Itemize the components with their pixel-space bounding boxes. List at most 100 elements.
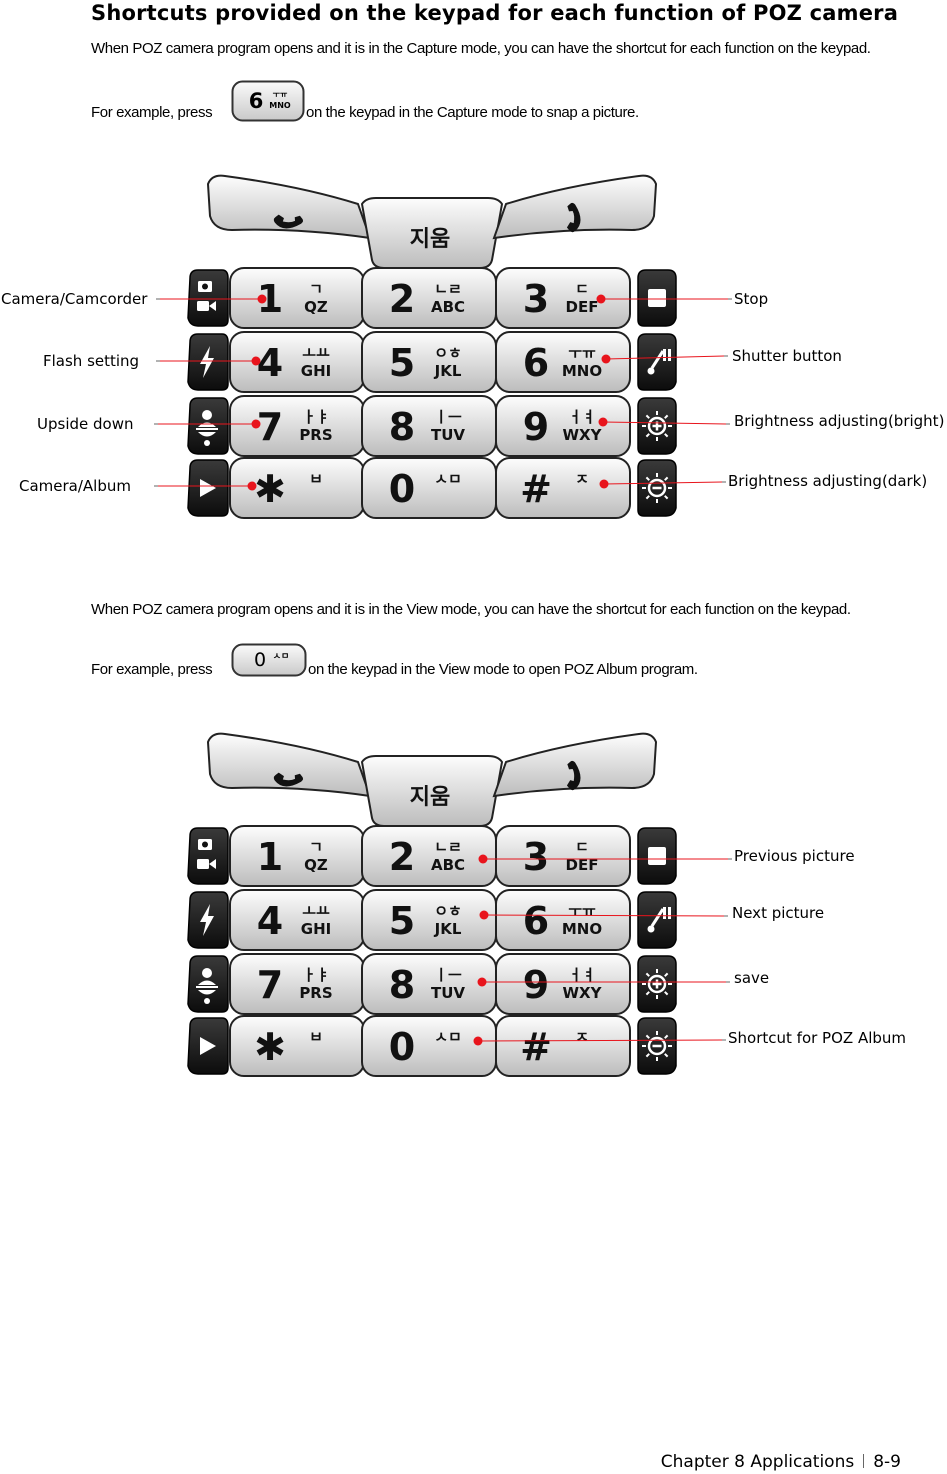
key-letters: MNO: [562, 920, 602, 938]
number-key-3: 3ㄷDEF: [496, 268, 630, 328]
label-shutter-button: Shutter button: [732, 347, 842, 365]
key-hangul: ㅂ: [309, 470, 323, 488]
key-hangul: ㅈ: [575, 470, 589, 488]
key-hangul: ㅗㅛ: [302, 902, 330, 920]
key-digit: 2: [389, 277, 415, 321]
side-key-left-4: [188, 1018, 228, 1074]
key-letters: PRS: [299, 426, 332, 444]
label-stop: Stop: [734, 290, 768, 308]
key-letters: TUV: [431, 984, 465, 1002]
label-brightness-dark: Brightness adjusting(dark): [728, 472, 927, 490]
key-hangul: ㅅㅁ: [434, 1028, 462, 1046]
top-keys: 지움: [208, 734, 656, 826]
callout-dot: [600, 480, 609, 489]
keypad-row-2: 4ㅗㅛGHI5ㅇㅎJKL6ㅜㅠMNO: [188, 890, 676, 950]
number-key-8: 8ㅣㅡTUV: [362, 954, 496, 1014]
side-key-right-2: [638, 892, 676, 948]
callout-dot: [258, 295, 267, 304]
inline-key-num: 0: [254, 649, 266, 671]
page-title: Shortcuts provided on the keypad for eac…: [91, 1, 898, 25]
key-digit: 1: [257, 835, 283, 879]
callout-dot: [252, 357, 261, 366]
key-letters: TUV: [431, 426, 465, 444]
key-letters: WXY: [563, 426, 603, 444]
inline-key-6: 6 ㅜㅠ MNO: [231, 80, 305, 122]
callout-dot: [252, 420, 261, 429]
key-hangul: ㅣㅡ: [434, 408, 462, 426]
label-flash-setting: Flash setting: [43, 352, 139, 370]
key-hangul: ㄷ: [575, 280, 589, 298]
key-hangul: ㅜㅠ: [568, 344, 596, 362]
capture-intro: When POZ camera program opens and it is …: [91, 37, 901, 60]
side-key-left-3: [188, 398, 228, 454]
number-key-#: #ㅈ: [496, 458, 630, 518]
stop-icon: [648, 289, 666, 307]
key-digit: 5: [389, 899, 415, 943]
side-key-left-4: [188, 460, 228, 516]
key-letters: GHI: [301, 920, 331, 938]
number-key-9: 9ㅓㅕWXY: [496, 396, 630, 456]
label-previous-picture: Previous picture: [734, 847, 855, 865]
key-digit: 7: [257, 963, 283, 1007]
clear-key-label: 지움: [410, 227, 450, 252]
key-digit: 9: [523, 963, 549, 1007]
key-letters: ABC: [431, 856, 465, 874]
key-hangul: ㄱ: [309, 280, 323, 298]
number-key-7: 7ㅏㅑPRS: [230, 954, 364, 1014]
number-key-8: 8ㅣㅡTUV: [362, 396, 496, 456]
key-hangul: ㅓㅕ: [568, 966, 596, 984]
key-hangul: ㅇㅎ: [434, 902, 462, 920]
callout-dot: [474, 1037, 483, 1046]
key-letters: PRS: [299, 984, 332, 1002]
key-digit: 3: [523, 835, 549, 879]
key-hangul: ㅂ: [309, 1028, 323, 1046]
keypad-row-4: ✱ ㅂ 0ㅅㅁ # ㅈ: [188, 1016, 676, 1076]
number-key-0: 0ㅅㅁ: [362, 458, 496, 518]
side-key-right-4: [638, 1018, 676, 1074]
label-save: save: [734, 969, 769, 987]
side-key-right-2: [638, 334, 676, 390]
key-letters: JKL: [434, 362, 462, 380]
key-hangul: ㅓㅕ: [568, 408, 596, 426]
number-key-6: 6ㅜㅠMNO: [496, 332, 630, 392]
key-letters: QZ: [304, 856, 328, 874]
footer-divider: [863, 1454, 864, 1468]
key-letters: JKL: [434, 920, 462, 938]
call-key: [208, 734, 370, 796]
callout-dot: [597, 295, 606, 304]
inline-key-en: MNO: [269, 101, 291, 110]
key-hangul: ㄴㄹ: [434, 838, 462, 856]
key-hangul: ㄷ: [575, 838, 589, 856]
key-digit: 6: [523, 341, 549, 385]
label-brightness-bright: Brightness adjusting(bright): [734, 412, 944, 430]
key-letters: GHI: [301, 362, 331, 380]
view-example-prefix: For example, press: [91, 661, 212, 678]
inline-key-0: 0 ㅅㅁ: [231, 643, 307, 677]
label-shortcut-poz-album: Shortcut for POZ Album: [728, 1029, 906, 1047]
side-key-right-3: [638, 956, 676, 1012]
key-hangul: ㅇㅎ: [434, 344, 462, 362]
capture-example-suffix: on the keypad in the Capture mode to sna…: [306, 104, 639, 121]
key-letters: DEF: [566, 298, 599, 316]
key-hangul: ㅈ: [575, 1028, 589, 1046]
key-hangul: ㄴㄹ: [434, 280, 462, 298]
key-digit: ✱: [254, 1025, 286, 1069]
key-digit: 7: [257, 405, 283, 449]
stop-icon: [648, 847, 666, 865]
view-example-suffix: on the keypad in the View mode to open P…: [308, 661, 698, 678]
key-digit: #: [520, 1025, 552, 1069]
number-key-9: 9ㅓㅕWXY: [496, 954, 630, 1014]
key-digit: 2: [389, 835, 415, 879]
label-camera-album: Camera/Album: [19, 477, 131, 495]
